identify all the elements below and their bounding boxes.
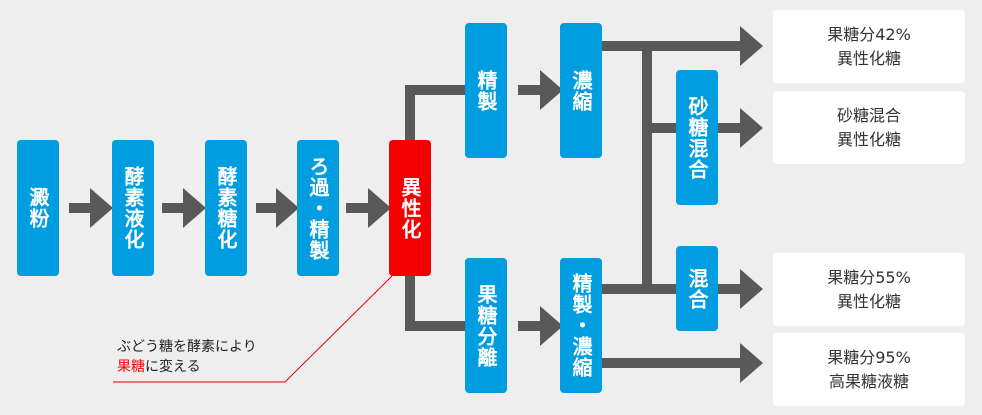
note-line2: 果糖に変える bbox=[117, 357, 257, 377]
step-label: 濃縮 bbox=[569, 69, 593, 112]
branch-upper bbox=[405, 85, 465, 140]
output-sugar-mixed: 砂糖混合 異性化糖 bbox=[773, 91, 965, 164]
output-line2: 異性化糖 bbox=[836, 291, 901, 311]
step-saccharification: 酵素糖化 bbox=[205, 140, 247, 276]
step-mixing: 混合 bbox=[676, 246, 718, 331]
note-rest: に変える bbox=[145, 359, 201, 375]
step-fructose-separation: 果糖分離 bbox=[465, 258, 507, 393]
output-line1: 砂糖混合 bbox=[836, 105, 901, 125]
output-line1: 果糖分55% bbox=[827, 267, 911, 287]
output-hfcs-42: 果糖分42% 異性化糖 bbox=[773, 10, 965, 83]
step-sugar-mixing: 砂糖混合 bbox=[676, 70, 718, 205]
step-label: ろ過・精製 bbox=[306, 155, 330, 261]
step-refine-concentrate: 精製・濃縮 bbox=[560, 258, 602, 393]
step-filtration: ろ過・精製 bbox=[297, 140, 339, 276]
output-line2: 異性化糖 bbox=[836, 129, 901, 149]
output-line2: 異性化糖 bbox=[836, 48, 901, 68]
output-hfcs-95: 果糖分95% 高果糖液糖 bbox=[773, 333, 965, 406]
step-liquefaction: 酵素液化 bbox=[112, 140, 154, 276]
output-line2: 高果糖液糖 bbox=[828, 371, 909, 391]
step-starch: 澱粉 bbox=[17, 140, 59, 276]
note-line1: ぶどう糖を酵素により bbox=[117, 339, 257, 355]
step-label: 精製・濃縮 bbox=[569, 273, 593, 378]
step-label: 果糖分離 bbox=[474, 283, 498, 368]
step-concentration: 濃縮 bbox=[560, 23, 602, 158]
note-highlight: 果糖 bbox=[117, 359, 145, 375]
step-label: 酵素液化 bbox=[121, 166, 145, 250]
step-label: 酵素糖化 bbox=[214, 166, 238, 250]
step-isomerization: 異性化 bbox=[389, 140, 431, 276]
output-line1: 果糖分95% bbox=[827, 347, 911, 367]
step-label: 精製 bbox=[474, 69, 498, 112]
step-label: 異性化 bbox=[398, 176, 422, 240]
step-label: 砂糖混合 bbox=[685, 95, 709, 180]
output-line1: 果糖分42% bbox=[827, 24, 911, 44]
callout-line bbox=[113, 275, 393, 383]
step-label: 澱粉 bbox=[26, 187, 50, 229]
step-refining: 精製 bbox=[465, 23, 507, 158]
branch-lower bbox=[405, 276, 465, 331]
step-label: 混合 bbox=[685, 267, 709, 310]
output-hfcs-55: 果糖分55% 異性化糖 bbox=[773, 253, 965, 326]
isomerization-note: ぶどう糖を酵素により 果糖に変える bbox=[117, 337, 257, 377]
